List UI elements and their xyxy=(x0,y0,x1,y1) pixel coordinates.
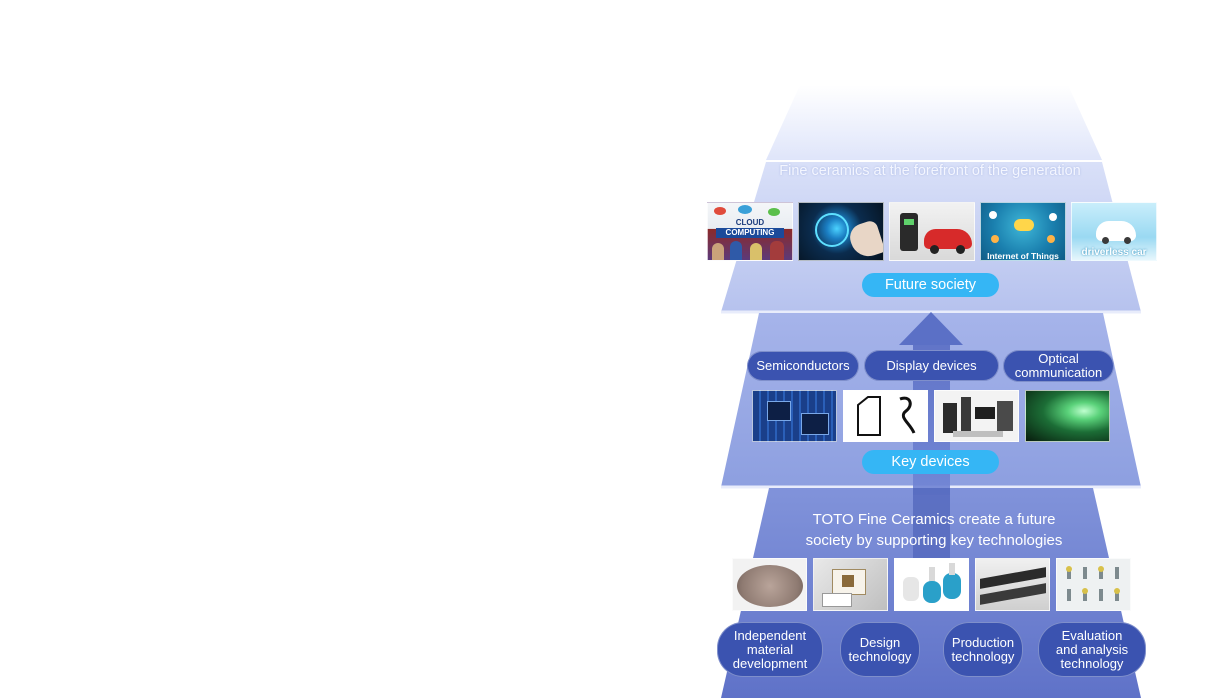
tech-production-technology: Production technology xyxy=(943,622,1023,677)
top-tier-caption: Fine ceramics at the forefront of the ge… xyxy=(779,163,1081,179)
ceramic-components-image xyxy=(934,390,1019,442)
key-devices-label: Key devices xyxy=(862,450,999,474)
bottom-caption-line-2: society by supporting key technologies xyxy=(805,532,1063,549)
tech-1-line-1: Independent xyxy=(733,627,807,643)
internet-of-things-text: Internet of Things xyxy=(987,251,1059,261)
computing-text: COMPUTING xyxy=(725,228,775,237)
tech-design-technology: Design technology xyxy=(840,622,920,677)
cloud-text: CLOUD xyxy=(735,218,765,227)
category-semiconductors: Semiconductors xyxy=(747,351,859,381)
bottom-caption-line-1: TOTO Fine Ceramics create a future xyxy=(812,511,1056,528)
category-display-devices: Display devices xyxy=(864,350,999,381)
category-optical-line-2: communication xyxy=(1014,365,1103,380)
tech-evaluation-analysis-technology: Evaluation and analysis technology xyxy=(1038,622,1146,677)
tech-1-line-3: development xyxy=(732,655,808,671)
driverless-car-text: driverless car xyxy=(1081,247,1147,258)
bottom-tier-caption: TOTO Fine Ceramics create a future socie… xyxy=(740,509,1128,551)
tech-2-line-1: Design xyxy=(859,634,901,650)
optical-fiber-image xyxy=(1025,390,1110,442)
electric-car-charging-image xyxy=(889,202,975,261)
display-components-image xyxy=(843,390,928,442)
tech-4-line-2: and analysis xyxy=(1055,641,1129,657)
tech-4-line-1: Evaluation xyxy=(1061,627,1123,643)
tech-4-line-3: technology xyxy=(1060,655,1124,671)
category-semiconductors-label: Semiconductors xyxy=(756,358,850,373)
car-dashboard-touch-image xyxy=(798,202,884,261)
ceramic-pins-image xyxy=(1056,558,1131,611)
category-optical-communication: Optical communication xyxy=(1003,350,1114,382)
ceramic-wafer-chuck-image xyxy=(732,558,807,611)
circuit-board-image xyxy=(752,390,837,442)
pyramid-apex xyxy=(766,85,1102,160)
ceramic-substrate-image xyxy=(813,558,888,611)
driverless-car-image: driverless car xyxy=(1071,202,1157,261)
internet-of-things-image: Internet of Things xyxy=(980,202,1066,261)
tech-3-line-1: Production xyxy=(951,634,1015,650)
tech-3-line-2: technology xyxy=(951,648,1015,664)
future-society-label: Future society xyxy=(862,273,999,297)
tech-2-line-2: technology xyxy=(848,648,912,664)
ceramic-nozzles-image xyxy=(894,558,969,611)
tech-1-line-2: material xyxy=(746,641,794,657)
ceramic-beams-image xyxy=(975,558,1050,611)
cloud-computing-image: CLOUD COMPUTING xyxy=(707,202,793,261)
category-display-devices-label: Display devices xyxy=(886,357,977,373)
category-optical-line-1: Optical xyxy=(1038,351,1079,366)
tech-independent-material-development: Independent material development xyxy=(717,622,823,677)
